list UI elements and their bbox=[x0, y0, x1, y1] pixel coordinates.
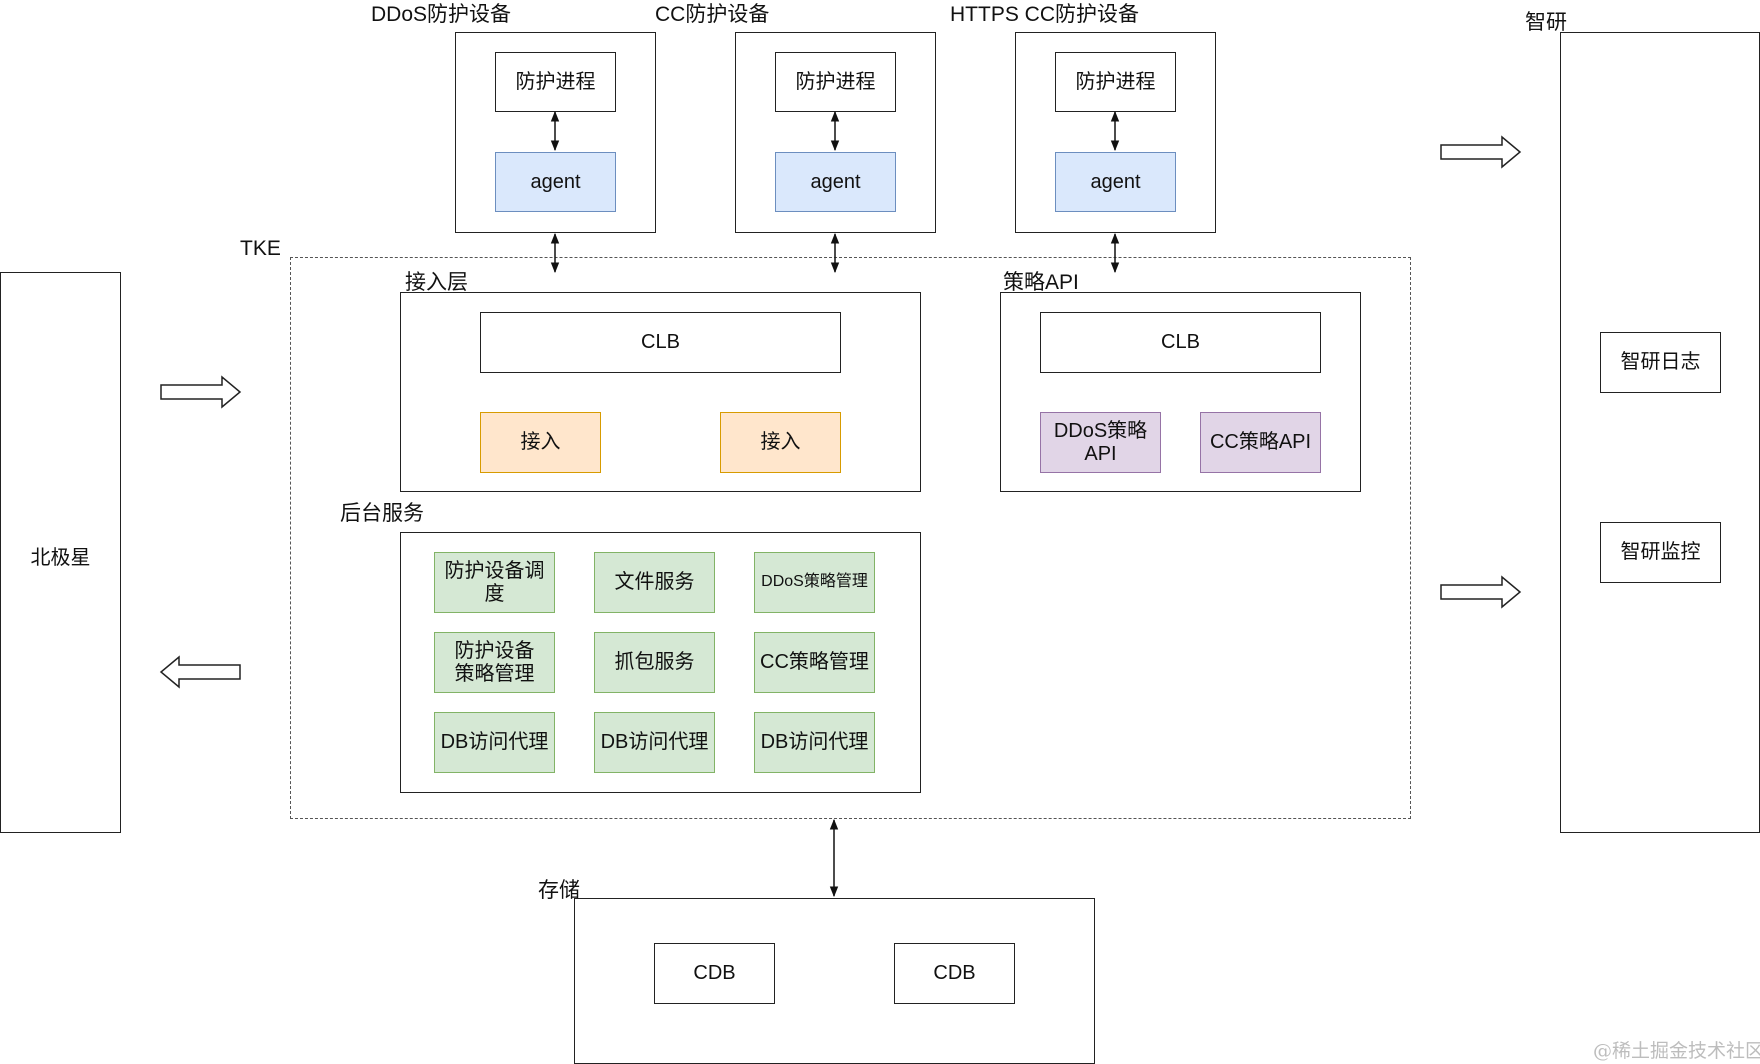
clb-node: CLB bbox=[480, 312, 841, 373]
storage-title: 存储 bbox=[538, 879, 580, 902]
zhiyan-log: 智研日志 bbox=[1600, 332, 1721, 393]
service-node: 文件服务 bbox=[594, 552, 715, 613]
policy-api: CLB DDoS策略API CC策略API bbox=[1000, 292, 1361, 492]
device-title-ddos: DDoS防护设备 bbox=[371, 3, 512, 26]
cdb-node: CDB bbox=[654, 943, 775, 1004]
zhiyan-box: 智研日志 智研监控 bbox=[1560, 32, 1760, 833]
arrow-tke-to-polaris bbox=[159, 655, 241, 689]
service-node: CC策略管理 bbox=[754, 632, 875, 693]
service-node: DDoS策略管理 bbox=[754, 552, 875, 613]
storage-box: CDB CDB bbox=[574, 898, 1095, 1064]
agent-node: agent bbox=[775, 152, 896, 212]
agent-node: agent bbox=[495, 152, 616, 212]
polaris-box: 北极星 bbox=[0, 272, 121, 833]
service-node: DB访问代理 bbox=[434, 712, 555, 773]
service-node: 抓包服务 bbox=[594, 632, 715, 693]
access-node: 接入 bbox=[480, 412, 601, 473]
protection-process: 防护进程 bbox=[1055, 52, 1176, 112]
arrow-polaris-to-tke bbox=[160, 375, 242, 409]
policy-api-title: 策略API bbox=[1003, 271, 1079, 294]
arrow-to-zhiyan-top bbox=[1440, 135, 1522, 169]
polaris-label: 北极星 bbox=[30, 547, 91, 569]
clb-node: CLB bbox=[1040, 312, 1321, 373]
device-cc: 防护进程 agent bbox=[735, 32, 936, 233]
device-ddos: 防护进程 agent bbox=[455, 32, 656, 233]
tke-label: TKE bbox=[240, 237, 281, 260]
device-https-cc: 防护进程 agent bbox=[1015, 32, 1216, 233]
device-title-https-cc: HTTPS CC防护设备 bbox=[950, 3, 1139, 26]
arrow-to-zhiyan-bottom bbox=[1440, 575, 1522, 609]
service-node: 防护设备策略管理 bbox=[434, 632, 555, 693]
cdb-node: CDB bbox=[894, 943, 1015, 1004]
device-title-cc: CC防护设备 bbox=[655, 3, 770, 26]
service-node: DB访问代理 bbox=[754, 712, 875, 773]
service-node: 防护设备调度 bbox=[434, 552, 555, 613]
access-node: 接入 bbox=[720, 412, 841, 473]
tke-container bbox=[290, 257, 1411, 819]
backend-services: 防护设备调度 文件服务 DDoS策略管理 防护设备策略管理 抓包服务 CC策略管… bbox=[400, 532, 921, 793]
access-layer: CLB 接入 接入 bbox=[400, 292, 921, 492]
protection-process: 防护进程 bbox=[775, 52, 896, 112]
ddos-policy-api: DDoS策略API bbox=[1040, 412, 1161, 473]
zhiyan-title: 智研 bbox=[1525, 11, 1567, 34]
watermark: @稀土掘金技术社区 bbox=[1593, 1040, 1760, 1062]
backend-title: 后台服务 bbox=[340, 502, 424, 525]
access-layer-title: 接入层 bbox=[405, 271, 468, 294]
service-node: DB访问代理 bbox=[594, 712, 715, 773]
agent-node: agent bbox=[1055, 152, 1176, 212]
protection-process: 防护进程 bbox=[495, 52, 616, 112]
cc-policy-api: CC策略API bbox=[1200, 412, 1321, 473]
zhiyan-monitor: 智研监控 bbox=[1600, 522, 1721, 583]
